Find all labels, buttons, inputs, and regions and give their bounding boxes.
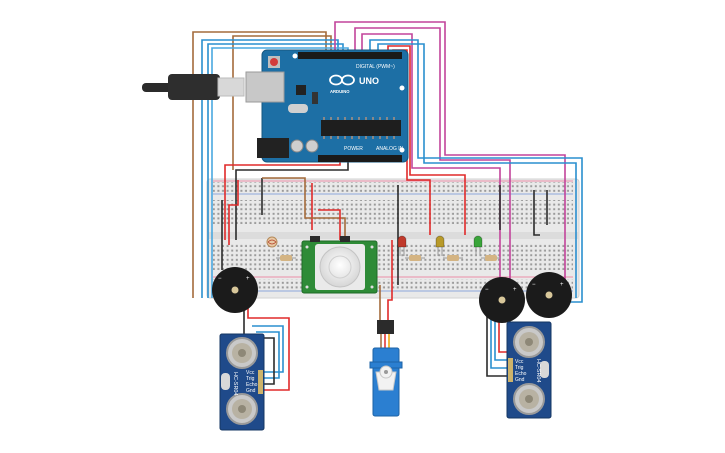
wire-blue-right-2 [377, 43, 577, 298]
breadboard [206, 178, 580, 299]
power-header-label: POWER [344, 146, 363, 152]
wire-red-sensor-left [247, 300, 290, 391]
led-3 [473, 235, 483, 256]
wires [192, 21, 583, 391]
arduino-logo [329, 74, 355, 86]
arduino-model-label: UNO [359, 76, 379, 86]
ultrasonic-left-model: HC-SR04 [232, 372, 238, 396]
wire-red-bb-3 [318, 209, 341, 240]
wire-blue-sensor-left-2 [256, 331, 280, 379]
buzzer-middle: − + [479, 277, 525, 323]
ultrasonic-sensor-right: HC-SR04 Vcc Trig Echo Gnd [506, 321, 552, 419]
ultrasonic-left-pin-4: Gnd [246, 388, 256, 394]
ultrasonic-left-pin-1: Vcc [246, 370, 255, 376]
wire-black-bb-5 [533, 190, 540, 236]
ultrasonic-right-pin-2: Trig [515, 365, 524, 371]
analog-header-label: ANALOG IN [376, 146, 404, 152]
wire-black-sensor-right [486, 300, 508, 377]
wire-brown-bb [262, 177, 346, 240]
buzzer-middle-minus: − [485, 287, 489, 293]
buzzer-right-plus: + [560, 282, 564, 288]
led-2 [435, 235, 445, 256]
photoresistor [266, 236, 278, 248]
wire-blue-left-1 [201, 39, 339, 298]
wire-blue-sensor-right-2 [490, 302, 508, 369]
led-1 [397, 235, 407, 256]
usb-cable [142, 74, 245, 100]
wire-red-bb-1 [228, 180, 239, 245]
resistor-3 [443, 255, 463, 261]
ultrasonic-right-pin-1: Vcc [515, 359, 524, 365]
ultrasonic-right-pin-4: Gnd [515, 377, 525, 383]
digital-header-label: DIGITAL (PWM~) [356, 64, 395, 70]
resistor-2 [405, 255, 425, 261]
ultrasonic-left-pin-2: Trig [246, 376, 255, 382]
arduino-brand-label: ARDUINO [330, 89, 350, 94]
wire-red-sensor-right [498, 318, 508, 353]
leds [397, 235, 483, 256]
buzzer-middle-plus: + [513, 287, 517, 293]
buzzer-left-plus: + [246, 276, 250, 282]
resistor-1 [276, 255, 296, 261]
buzzer-right: − + [526, 272, 572, 318]
wire-magenta-2 [354, 27, 511, 282]
wire-red-bb-4 [387, 240, 393, 322]
pir-sensor [301, 236, 378, 294]
buzzer-left: − + [212, 267, 258, 313]
buzzer-right-minus: − [532, 282, 536, 288]
ultrasonic-sensor-left: HC-SR04 Vcc Trig Echo Gnd [219, 333, 265, 431]
servo-motor [369, 320, 403, 417]
wire-red-arduino-1 [387, 45, 466, 235]
wire-blue-sensor-left-1 [252, 325, 284, 373]
resistor-4 [481, 255, 501, 261]
arduino-uno: UNO ARDUINO DIGITAL (PWM~) POWER ANALOG … [245, 49, 409, 163]
ultrasonic-right-pin-3: Echo [515, 371, 527, 377]
resistors [276, 255, 501, 261]
wire-magenta-1 [334, 21, 566, 282]
wire-brown-outer [192, 31, 327, 298]
ultrasonic-right-model: HC-SR04 [535, 359, 541, 383]
wire-red-power [224, 162, 341, 240]
buzzer-left-minus: − [218, 276, 222, 282]
ultrasonic-left-pin-3: Echo [246, 382, 258, 388]
wire-black-sensor-left [243, 308, 275, 385]
wire-blue-right-1 [369, 39, 583, 303]
